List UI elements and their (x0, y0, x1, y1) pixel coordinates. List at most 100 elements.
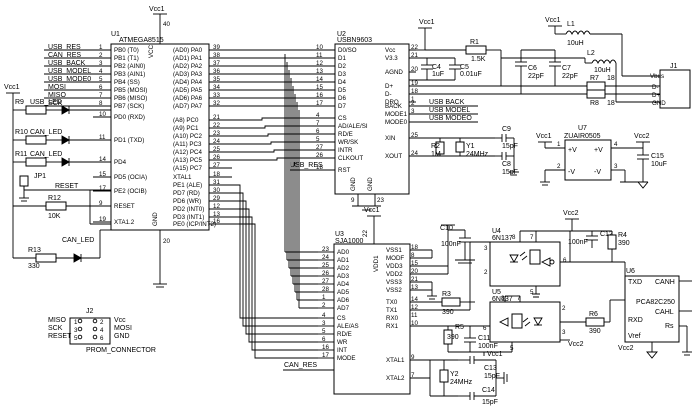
u7-zuair0505: U7 ZUAIR0505 +V -V +V -V 1 2 4 3 Vcc1 Vc… (536, 125, 667, 189)
r7-resistor (586, 81, 606, 91)
u1-pin-num: 25 (213, 146, 220, 153)
j2-title: PROM_CONNECTOR (86, 347, 156, 354)
u1-pin-name: (AD0) PA0 (173, 47, 203, 54)
u1-pin-num: 22 (213, 122, 220, 129)
u5-gate-icon (498, 317, 509, 327)
u2-pin-name: D3 (338, 71, 346, 78)
u1-pin-name: (AD7) PA7 (173, 103, 203, 110)
c8-value: 15pF (502, 169, 518, 176)
u1-pin-num: 9 (99, 200, 103, 207)
u3-pin-num: 23 (322, 246, 329, 253)
u3-vdd1-label: VDD1 (373, 255, 380, 272)
u3-pin-num: 5 (322, 328, 326, 335)
u2-pin-num: 26 (316, 152, 323, 159)
u6-pin-canl: CAHL (655, 309, 674, 316)
u7-pin-2: 2 (557, 163, 561, 170)
u1-pin-num: 30 (213, 187, 220, 194)
u1-net-label: USB_MODEL (48, 68, 91, 75)
r4-value: 390 (618, 240, 630, 247)
u5-led-icon (533, 317, 543, 326)
u6-vcc2: Vcc2 (618, 345, 634, 352)
u2-pin-name: D7 (338, 103, 346, 110)
j2-left-sck: SCK (48, 325, 63, 332)
u1-net-label: USB_MODE0 (48, 76, 91, 83)
c15-ref: C15 (651, 153, 664, 160)
u3-net-can-res: CAN_RES (284, 362, 317, 369)
u1-pin-name: RESET (114, 203, 135, 210)
r7-value: 18 (607, 75, 615, 82)
u1-pin-num: 15 (99, 171, 106, 178)
can-led-label-2: CAN_LED (30, 151, 62, 158)
u3-body (333, 243, 411, 395)
u2-pin-num: 24 (411, 150, 418, 157)
u2-pin-num: 20 (411, 66, 418, 73)
u2-gnd-1: GND (350, 177, 357, 191)
u3-pin-num: 7 (411, 372, 415, 379)
u3-pin-num: 1 (322, 294, 326, 301)
r1-value: 1.5K (471, 56, 486, 63)
u5-pin-8: 8 (501, 295, 505, 302)
u3-pin-name: INT (337, 347, 347, 354)
u3-pin-name: ALE/AS (337, 323, 359, 330)
jp1-jumper[interactable] (19, 175, 29, 187)
u4-led-icon (509, 254, 519, 263)
u2-pin-num: 12 (316, 60, 323, 67)
j2-pin-6: 6 (100, 335, 104, 342)
j2-right-mosi: MOSI (114, 325, 132, 332)
u3-pin-num: 9 (411, 354, 415, 361)
u3-pin-name: AD3 (337, 273, 350, 280)
u2-pin-name: CS (338, 115, 347, 122)
c11-vcc1: Vcc1 (487, 351, 503, 358)
u3-pin-name: VSS3 (386, 279, 402, 286)
u1-pin-name: XTA1.2 (114, 219, 135, 226)
j1-pin-vbus: Vbus (650, 73, 664, 80)
u4-pin-3: 3 (484, 245, 488, 252)
j1-pin-gnd: GND (652, 100, 666, 107)
u6-pin-canh: CANH (655, 279, 675, 286)
u3-pin-name: RD/E (337, 331, 352, 338)
u1-pin-name: PB0 (T0) (114, 47, 139, 54)
u4-pin-8: 8 (512, 234, 516, 241)
u1-pin-num: 37 (213, 60, 220, 67)
j2-pin-1: 1 (74, 319, 78, 326)
u1-pin-name: (A13) PC5 (173, 157, 202, 164)
u1-net-label: MISO (48, 92, 66, 99)
u3-pin-num: 14 (411, 296, 418, 303)
u3-pin-num: 16 (322, 344, 329, 351)
u1-pin-num: 7 (99, 92, 103, 99)
u1-body (110, 43, 210, 231)
u4-body (489, 241, 561, 287)
y1-crystal (455, 141, 465, 153)
u3-pin-name: AD1 (337, 257, 350, 264)
u3-ref: U3 (335, 231, 344, 238)
u3-pin-num: 13 (411, 284, 418, 291)
u3-pin-name: AD6 (337, 297, 350, 304)
u2-pin-name: DRQ (385, 99, 399, 106)
u2-vcc-net: Vcc1 (419, 19, 435, 26)
y2-crystal (439, 369, 449, 383)
c5-value: 0.01uF (460, 71, 482, 78)
u3-pin-num: 4 (322, 312, 326, 319)
u7-part: ZUAIR0505 (564, 133, 601, 140)
u2-pin-name: AGND (385, 69, 403, 76)
u7-right-pos: +V (594, 147, 603, 154)
u2-gnd-pin-1: 9 (351, 197, 355, 204)
u1-pin-num: 18 (213, 171, 220, 178)
y2-ref: Y2 (450, 371, 459, 378)
r13-value: 330 (28, 263, 40, 270)
u2-net-usb-model: USB MODEL (429, 107, 470, 114)
u5-pin-6: 6 (483, 325, 487, 332)
u1-pin-num: 17 (99, 185, 106, 192)
c6-ref: C6 (528, 65, 537, 72)
u1-pin-num: 38 (213, 52, 220, 59)
u1-pin-name: (A15) PC7 (173, 165, 202, 172)
u4-pin-7: 7 (530, 234, 534, 241)
r3-value: 390 (442, 309, 454, 316)
u6-pin-txd: TXD (628, 279, 642, 286)
u1-pin-num: 23 (213, 130, 220, 137)
u5-pin-3: 3 (562, 329, 566, 336)
u1-pin-num: 26 (213, 154, 220, 161)
jp1-ref: JP1 (34, 173, 46, 180)
